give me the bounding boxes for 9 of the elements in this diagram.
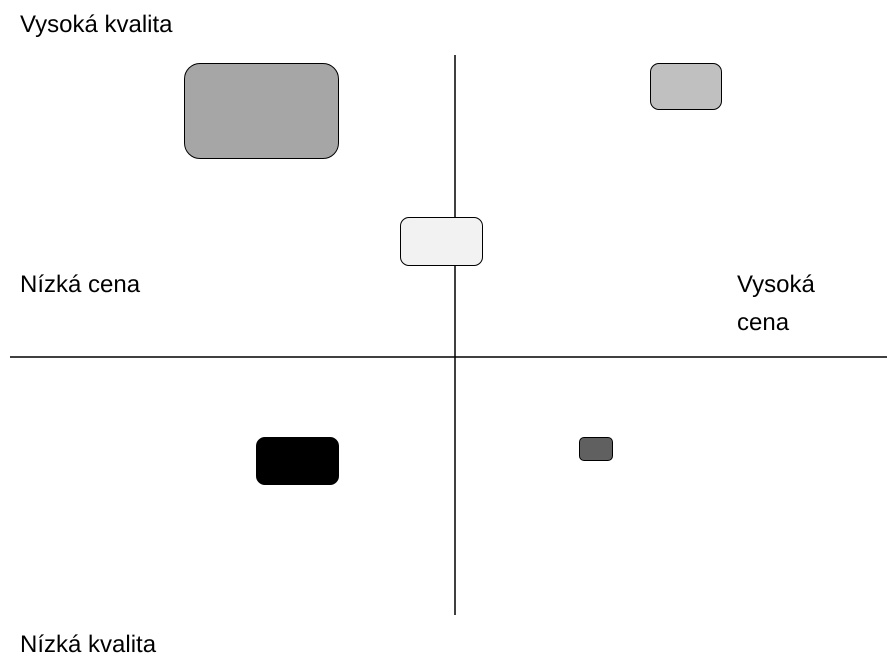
position-box bbox=[650, 63, 722, 110]
axis-label: Vysoká cena bbox=[737, 270, 816, 338]
position-box bbox=[184, 63, 339, 159]
axis-label: Vysoká kvalita bbox=[20, 10, 173, 40]
position-box bbox=[579, 437, 613, 461]
position-box bbox=[256, 437, 339, 485]
axis-label: Nízká kvalita bbox=[20, 630, 156, 660]
position-box bbox=[400, 217, 483, 266]
axis-label: Nízká cena bbox=[20, 270, 140, 300]
